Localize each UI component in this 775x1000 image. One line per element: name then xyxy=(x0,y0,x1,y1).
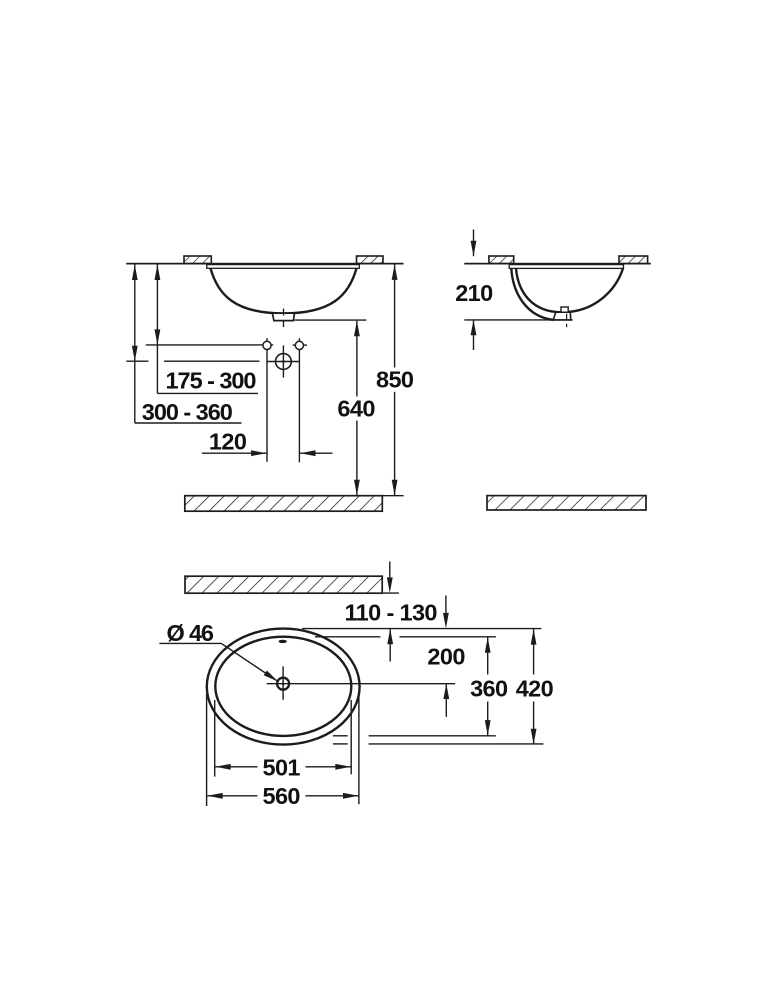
svg-text:210: 210 xyxy=(455,280,493,306)
svg-text:420: 420 xyxy=(516,676,554,702)
svg-text:640: 640 xyxy=(337,395,375,421)
svg-text:501: 501 xyxy=(263,755,301,781)
svg-text:Ø 46: Ø 46 xyxy=(167,620,215,646)
svg-text:110 - 130: 110 - 130 xyxy=(345,600,438,626)
svg-text:120: 120 xyxy=(209,429,247,455)
svg-text:300 - 360: 300 - 360 xyxy=(142,399,233,425)
svg-text:850: 850 xyxy=(376,367,414,393)
svg-text:175 - 300: 175 - 300 xyxy=(166,367,257,393)
svg-text:560: 560 xyxy=(263,783,301,809)
svg-text:200: 200 xyxy=(427,643,465,669)
svg-text:360: 360 xyxy=(470,676,508,702)
